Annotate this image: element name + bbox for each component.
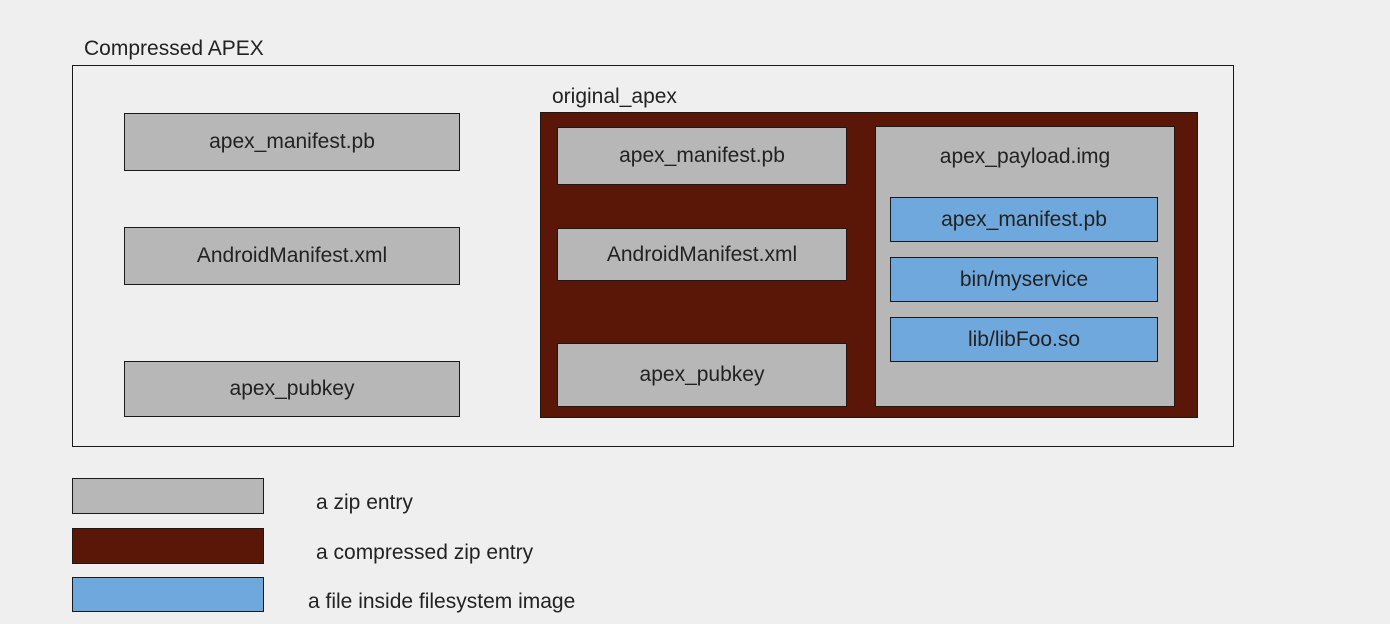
original-zip-entry-apex-manifest: apex_manifest.pb: [557, 127, 847, 185]
zip-entry-apex-manifest: apex_manifest.pb: [124, 113, 460, 171]
zip-entry-apex-pubkey: apex_pubkey: [124, 361, 460, 417]
legend-label-zip-entry: a zip entry: [316, 491, 413, 514]
payload-file-myservice: bin/myservice: [890, 257, 1158, 302]
legend-label-filesystem-file: a file inside filesystem image: [308, 590, 576, 613]
legend-label-compressed-zip-entry: a compressed zip entry: [316, 541, 534, 564]
legend-swatch-compressed-zip-entry: [72, 528, 264, 564]
original-zip-entry-apex-pubkey: apex_pubkey: [557, 343, 847, 407]
payload-file-libfoo: lib/libFoo.so: [890, 317, 1158, 362]
compressed-apex-title: Compressed APEX: [84, 37, 264, 60]
original-zip-entry-android-manifest: AndroidManifest.xml: [557, 228, 847, 281]
zip-entry-android-manifest: AndroidManifest.xml: [124, 227, 460, 285]
apex-payload-title: apex_payload.img: [939, 145, 1111, 168]
legend-swatch-filesystem-file: [72, 577, 264, 612]
original-apex-title: original_apex: [552, 85, 677, 108]
payload-file-apex-manifest: apex_manifest.pb: [890, 197, 1158, 242]
compressed-apex-container: [72, 65, 1234, 447]
legend-swatch-zip-entry: [72, 478, 264, 514]
